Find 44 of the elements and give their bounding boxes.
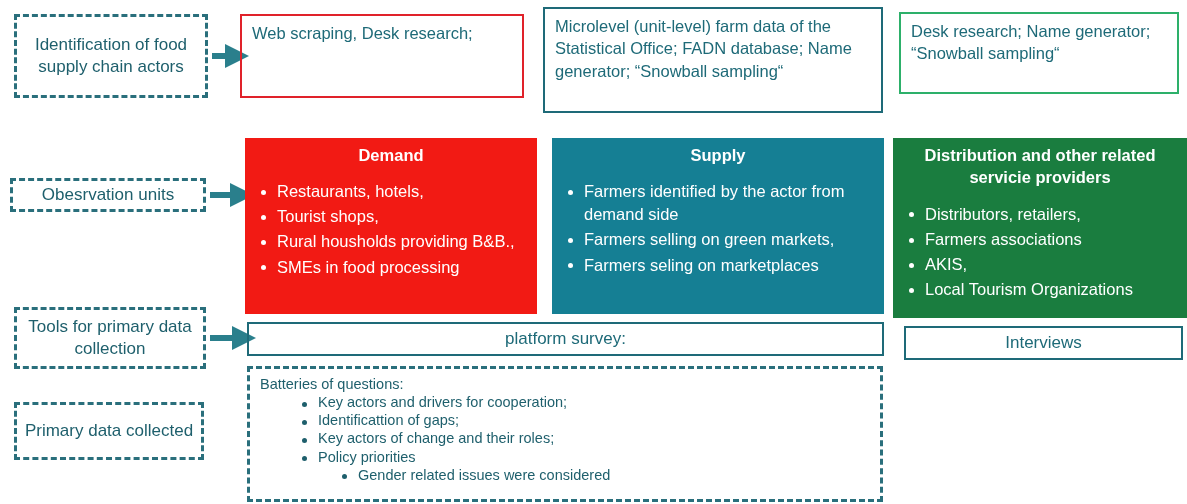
box-text: Web scraping, Desk research; — [252, 24, 473, 42]
box-heading: Distribution and other related servicie providers — [923, 145, 1157, 189]
bullet-item: Restaurants, hotels, — [277, 182, 424, 201]
dashed-label-box — [14, 402, 204, 460]
bullet-item: Farmers seling on marketplaces — [584, 255, 819, 274]
box-text: platform survey: — [505, 329, 626, 349]
bullet-item: Rural housholds providing B&B., — [277, 232, 515, 251]
box-heading: Supply — [689, 145, 747, 166]
bullet-item: Gender related issues were considered — [358, 466, 611, 483]
box-heading: Demand — [357, 145, 425, 166]
box-text: Identification of food supply chain actors — [33, 33, 189, 78]
box-text: Interviews — [1005, 333, 1082, 353]
box-text: Tools for primary data collection — [27, 315, 193, 360]
bullet-item: Policy priorities — [318, 448, 416, 465]
tool-box — [904, 326, 1183, 360]
bullet-item: SMEs in food processing — [277, 257, 460, 276]
box-text: Obesrvation units — [41, 183, 175, 206]
bullet-item: Identificattion of gaps; — [318, 412, 460, 429]
bullet-item: Farmers selling on green markets, — [584, 230, 835, 249]
bullet-item: Key actors of change and their roles; — [318, 430, 555, 447]
list-heading: Batteries of questions: — [260, 375, 405, 394]
category-box — [893, 138, 1187, 318]
category-box — [245, 138, 537, 314]
arrow — [212, 44, 249, 68]
question-box — [247, 366, 883, 502]
bullet-item: Tourist shops, — [277, 207, 379, 226]
bullet-item: Key actors and drivers for cooperation; — [318, 394, 568, 411]
dashed-label-box — [14, 307, 206, 369]
bullet-item: Farmers associations — [925, 229, 1082, 248]
tool-box — [247, 322, 884, 356]
bullet-item: Farmers identified by the actor from demand side — [584, 182, 845, 224]
source-box — [240, 14, 524, 98]
bullet-item: Local Tourism Organizations — [925, 279, 1133, 298]
box-text: Primary data collected — [24, 419, 194, 442]
box-text: Microlevel (unit-level) farm data of the Statistical Office; FADN database; Name generator; “Snowball sampling“ — [555, 17, 852, 80]
bullet-item: Distributors, retailers, — [925, 204, 1081, 223]
category-box — [552, 138, 884, 314]
source-box — [543, 7, 883, 113]
box-text: Desk research; Name generator; “Snowball sampling“ — [911, 22, 1151, 63]
dashed-label-box — [14, 14, 208, 98]
source-box — [899, 12, 1179, 94]
arrow — [210, 326, 256, 350]
dashed-label-box — [10, 178, 206, 212]
bullet-item: AKIS, — [925, 254, 968, 273]
